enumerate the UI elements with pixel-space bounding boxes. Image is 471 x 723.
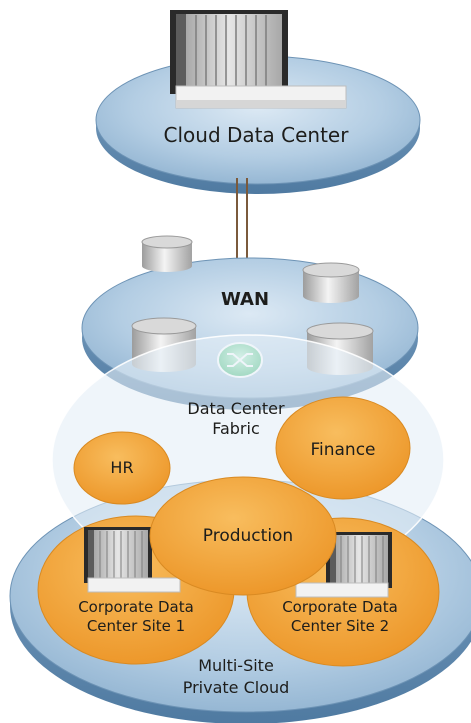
site2-label-line1: Corporate Data (282, 598, 398, 616)
server-rack-icon (170, 10, 347, 109)
finance-label: Finance (310, 440, 375, 460)
private-cloud-label-line1: Multi-Site (198, 656, 274, 675)
hr-node: HR (73, 431, 171, 505)
storage-cylinder-icon (302, 262, 360, 303)
site2-label-line2: Center Site 2 (291, 617, 389, 635)
cloud-data-center-label: Cloud Data Center (164, 123, 350, 147)
fabric-label-line1: Data Center (187, 399, 285, 418)
production-node: Production (149, 476, 337, 596)
site1-label-line1: Corporate Data (78, 598, 194, 616)
production-label: Production (203, 526, 293, 546)
hr-label: HR (110, 458, 133, 477)
server-rack-icon (295, 532, 392, 598)
server-rack-icon (84, 527, 181, 593)
site1-label-line2: Center Site 1 (87, 617, 185, 635)
fabric-label-line2: Fabric (212, 419, 260, 438)
wan-label: WAN (221, 289, 269, 310)
storage-cylinder-icon (141, 235, 193, 272)
private-cloud-label-line2: Private Cloud (183, 678, 290, 697)
finance-node: Finance (275, 396, 411, 500)
